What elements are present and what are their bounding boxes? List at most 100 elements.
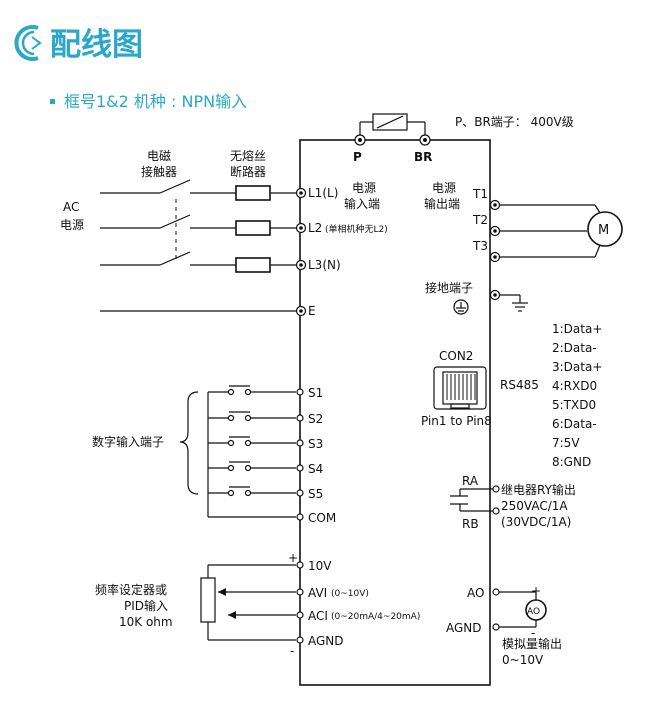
terminal-rb	[492, 507, 500, 515]
label-s2: S2	[308, 412, 323, 426]
terminal-com	[296, 513, 304, 521]
digital-inputs-brace	[179, 391, 199, 495]
switch-s4	[208, 461, 296, 472]
label-l2: L2	[308, 221, 322, 235]
terminal-ao	[492, 588, 500, 596]
label-l1: L1(L)	[308, 186, 338, 200]
section-subtitle: 框号1&2 机种 : NPN输入	[64, 92, 247, 111]
motor-label: M	[598, 223, 609, 238]
analog-out-label-1: 模拟量输出	[502, 636, 562, 651]
analog-meter	[525, 599, 547, 621]
earth-icon	[495, 294, 528, 312]
label-aci: ACI	[308, 609, 328, 623]
label-s5: S5	[308, 487, 323, 501]
label-p: P	[353, 150, 362, 164]
label-10v: 10V	[308, 559, 332, 573]
page-title: 配线图	[50, 27, 143, 63]
minus-sign: -	[290, 644, 294, 658]
label-ao: AO	[467, 586, 484, 600]
terminal-agnd	[296, 636, 304, 644]
terminal-aci	[296, 611, 304, 619]
plus-sign: +	[288, 551, 298, 565]
rs485-label: RS485	[500, 378, 539, 392]
ac-label-2: 电源	[60, 218, 84, 232]
label-e: E	[308, 304, 316, 318]
terminal-avi	[296, 588, 304, 596]
pin-range-label: Pin1 to Pin8	[421, 414, 492, 428]
label-l3: L3(N)	[308, 258, 341, 272]
line-l3	[100, 251, 296, 273]
relay-label-1: 继电器RY输出	[501, 482, 576, 497]
freq-label-3: 10K ohm	[119, 615, 173, 629]
label-s1: S1	[308, 386, 323, 400]
label-t3: T3	[472, 239, 488, 253]
meter-plus: +	[531, 584, 541, 598]
label-agnd: AGND	[308, 634, 344, 648]
power-in-label-2: 输入端	[344, 196, 380, 211]
label-t2: T2	[472, 213, 488, 227]
digital-inputs-label: 数字输入端子	[92, 434, 164, 449]
analog-out-label-2: 0~10V	[502, 653, 544, 667]
l2-note: (单相机种无L2)	[325, 223, 388, 235]
power-out-label-2: 输出端	[424, 196, 460, 211]
terminal-ra	[492, 485, 500, 493]
pin-item: 2:Data-	[552, 341, 597, 355]
label-br: BR	[414, 150, 432, 164]
switch-s3	[208, 436, 296, 447]
terminal-s1	[296, 388, 304, 396]
contactor-label-2: 接触器	[141, 164, 177, 179]
relay-label-3: (30VDC/1A)	[501, 515, 571, 529]
pin-item: 7:5V	[552, 436, 580, 450]
bullet-icon	[50, 99, 55, 104]
pin-item: 3:Data+	[552, 360, 602, 374]
avi-note: (0~10V)	[331, 589, 369, 599]
terminal-10v	[296, 561, 304, 569]
power-out-label-1: 电源	[432, 181, 456, 195]
rs485-pin-list: 1:Data+ 2:Data- 3:Data+ 4:RXD0 5:TXD0 6:…	[552, 322, 602, 469]
terminal-s3	[296, 439, 304, 447]
contactor-label-1: 电磁	[147, 148, 171, 163]
meter-label: AO	[527, 607, 540, 617]
meter-minus: -	[531, 626, 535, 640]
aci-note: (0~20mA/4~20mA)	[331, 612, 420, 622]
label-agnd-out: AGND	[446, 621, 482, 635]
terminal-s5	[296, 489, 304, 497]
ground-icon	[453, 299, 469, 315]
switch-s1	[208, 385, 296, 396]
p-br-note: P、BR端子： 400V级	[455, 115, 574, 129]
drive-body	[299, 139, 491, 686]
label-avi: AVI	[308, 586, 327, 600]
label-com: COM	[308, 511, 336, 525]
relay-contact	[450, 488, 496, 512]
rj45-port-icon	[433, 366, 487, 410]
motor	[587, 211, 623, 247]
pin-item: 1:Data+	[552, 322, 602, 336]
ground-label: 接地端子	[425, 280, 473, 295]
con2-label: CON2	[439, 349, 473, 363]
label-s4: S4	[308, 462, 323, 476]
breaker-label-2: 断路器	[230, 164, 266, 179]
ac-label-1: AC	[63, 200, 79, 214]
pin-item: 6:Data-	[552, 417, 597, 431]
freq-label-1: 频率设定器或	[95, 582, 167, 597]
terminal-s4	[296, 464, 304, 472]
freq-label-2: PID输入	[124, 598, 168, 613]
pin-item: 8:GND	[552, 455, 591, 469]
terminal-agnd-out	[492, 623, 500, 631]
switch-s5	[208, 486, 296, 497]
potentiometer	[200, 564, 296, 641]
pin-item: 4:RXD0	[552, 379, 597, 393]
line-l1	[100, 179, 296, 201]
label-t1: T1	[472, 187, 488, 201]
power-in-label-1: 电源	[352, 181, 376, 195]
label-ra: RA	[462, 474, 479, 488]
breaker-label-1: 无熔丝	[230, 148, 266, 163]
relay-label-2: 250VAC/1A	[501, 499, 568, 513]
line-l2	[100, 214, 296, 236]
terminal-s2	[296, 414, 304, 422]
label-s3: S3	[308, 437, 323, 451]
motor-wiring	[495, 204, 601, 258]
brake-resistor	[359, 113, 426, 140]
label-rb: RB	[462, 517, 479, 531]
